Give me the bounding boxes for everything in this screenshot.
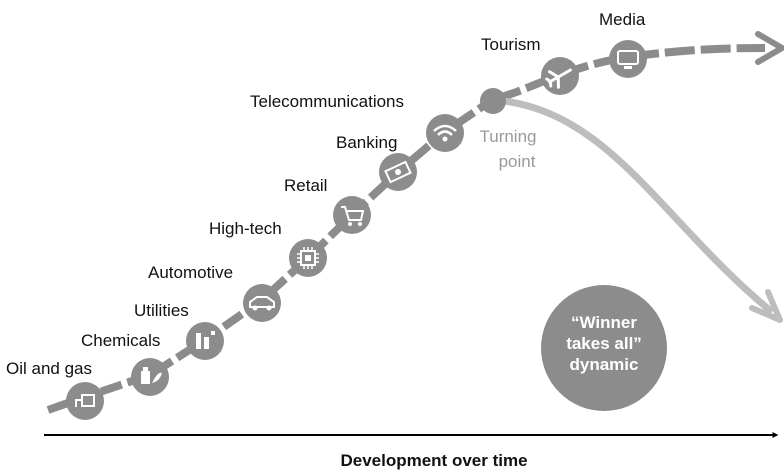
axis-title: Development over time — [340, 451, 527, 470]
label-telecommunications: Telecommunications — [250, 92, 404, 111]
adoption-curve — [46, 96, 495, 414]
badge-text-line2: takes all” — [566, 334, 642, 353]
label-oil-and-gas: Oil and gas — [6, 359, 92, 378]
label-banking: Banking — [336, 133, 397, 152]
airplane-icon — [541, 57, 579, 95]
turning-point-label-line2: point — [499, 152, 536, 171]
turning-point-node — [480, 88, 506, 114]
badge-text-line1: “Winner — [571, 313, 637, 332]
shopping-cart-icon — [333, 196, 371, 234]
wifi-icon — [426, 114, 464, 152]
label-high-tech: High-tech — [209, 219, 282, 238]
label-tourism: Tourism — [481, 35, 541, 54]
label-automotive: Automotive — [148, 263, 233, 282]
microchip-icon — [289, 239, 327, 277]
label-retail: Retail — [284, 176, 327, 195]
decline-branch-curve — [494, 96, 775, 315]
monitor-icon — [609, 40, 647, 78]
winner-branch-arrowhead — [755, 31, 784, 65]
label-chemicals: Chemicals — [81, 331, 160, 350]
car-icon — [243, 284, 281, 322]
decline-branch-arrowhead — [749, 289, 783, 323]
turning-point-label-line1: Turning — [479, 127, 536, 146]
winner-takes-all-badge — [541, 285, 667, 411]
badge-text-line3: dynamic — [570, 355, 639, 374]
label-media: Media — [599, 10, 646, 29]
banknote-icon — [379, 153, 417, 191]
label-utilities: Utilities — [134, 301, 189, 320]
winner-branch-curve — [490, 44, 766, 104]
chemical-bottle-icon — [131, 358, 169, 396]
gas-pump-icon — [66, 382, 104, 420]
factory-icon — [186, 322, 224, 360]
